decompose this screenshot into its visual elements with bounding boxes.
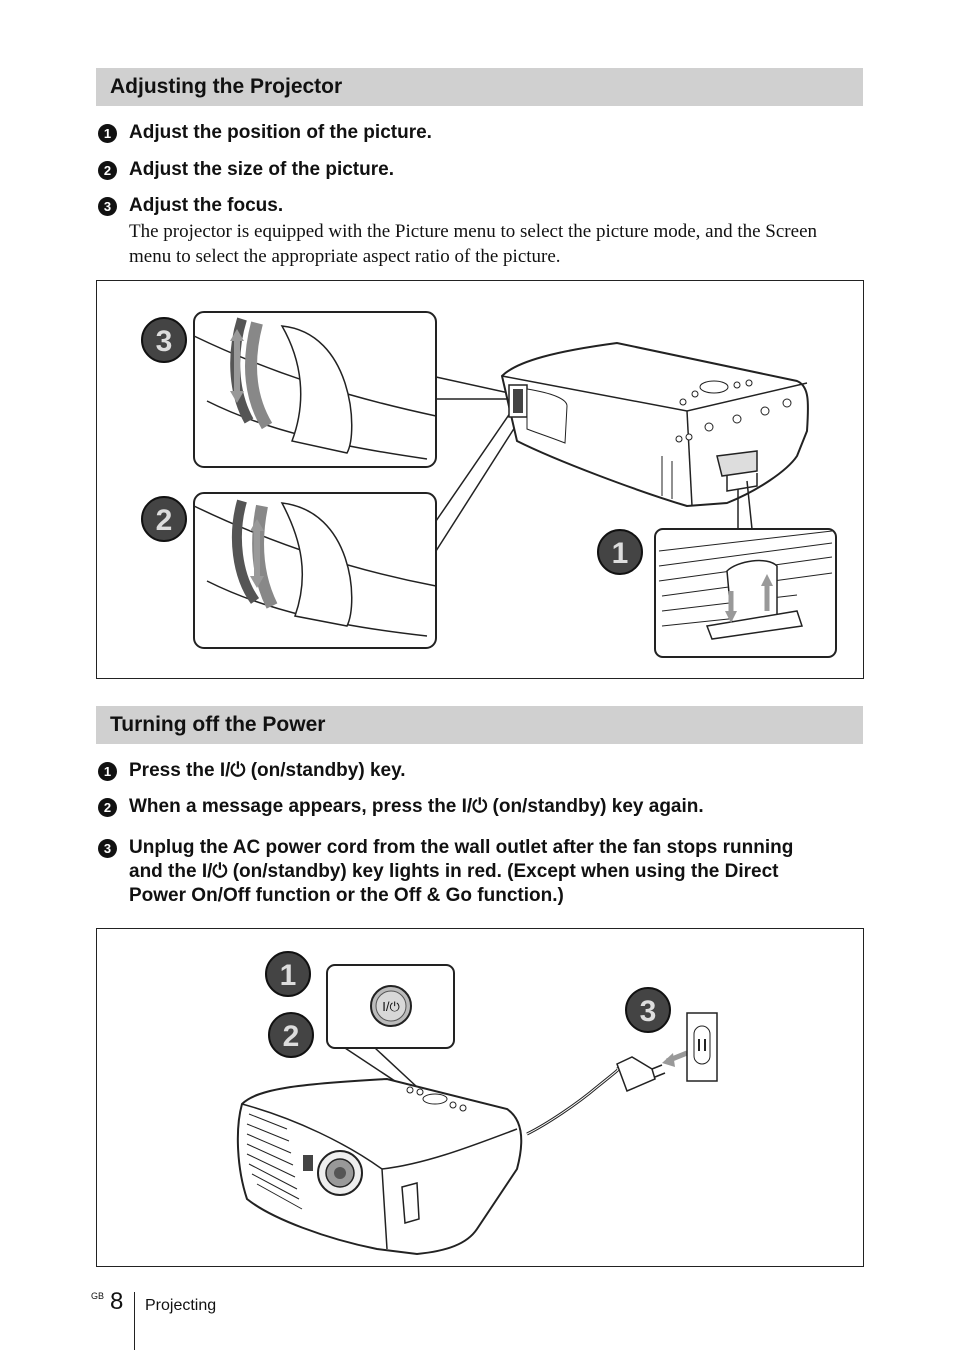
svg-text:1: 1 — [280, 959, 297, 992]
svg-text:1: 1 — [612, 537, 629, 570]
figure-adjusting: 3 2 1 — [96, 280, 864, 679]
callout-1: 1 — [265, 951, 311, 997]
step-number: 3 — [98, 197, 117, 216]
power-plug — [616, 1056, 666, 1093]
footer-divider — [134, 1292, 135, 1350]
figure-power-off: I/⏻ — [96, 928, 864, 1267]
callout-1: 1 — [597, 529, 643, 575]
power-off-illustration: I/⏻ — [236, 951, 718, 1256]
wall-outlet — [686, 1012, 718, 1082]
page-number: 8 — [110, 1288, 124, 1315]
step-text-line-2: and the I/⏻ (on/standby) key lights in r… — [129, 861, 779, 882]
step-text: Adjust the focus. — [129, 195, 284, 216]
step-text-line-1: Unplug the AC power cord from the wall o… — [129, 837, 794, 858]
focus-note: The projector is equipped with the Pictu… — [129, 221, 817, 267]
svg-text:3: 3 — [156, 325, 173, 358]
section-title: Turning off the Power — [110, 713, 326, 736]
focus-detail-panel — [193, 311, 437, 468]
zoom-detail-panel — [193, 492, 437, 649]
standby-key-label: I/⏻ — [382, 999, 400, 1014]
callout-3: 3 — [625, 987, 671, 1033]
projector-body — [236, 1077, 523, 1256]
svg-text:2: 2 — [283, 1020, 300, 1053]
step-number: 1 — [98, 124, 117, 143]
callout-2: 2 — [141, 496, 187, 542]
section-title: Adjusting the Projector — [110, 75, 343, 98]
foot-detail-panel — [654, 528, 837, 658]
step-number: 2 — [98, 798, 117, 817]
projector-body — [500, 341, 809, 508]
step-text: Adjust the size of the picture. — [129, 159, 394, 180]
step-text: When a message appears, press the I/⏻ (o… — [129, 796, 704, 817]
callout-3: 3 — [141, 317, 187, 363]
svg-text:3: 3 — [640, 995, 657, 1028]
step-number: 1 — [98, 762, 117, 781]
step-text: Press the I/⏻ (on/standby) key. — [129, 760, 406, 781]
step-number: 3 — [98, 839, 117, 858]
adjusting-illustration: 3 2 1 — [141, 311, 837, 658]
callout-2: 2 — [268, 1012, 314, 1058]
step-text: Adjust the position of the picture. — [129, 122, 432, 143]
section-header-adjusting: Adjusting the Projector — [96, 68, 863, 106]
svg-text:2: 2 — [156, 504, 173, 537]
chapter-label: Projecting — [145, 1297, 217, 1314]
standby-key-detail: I/⏻ — [326, 964, 455, 1049]
section-header-power-off: Turning off the Power — [96, 706, 863, 744]
step-number: 2 — [98, 161, 117, 180]
region-code: GB — [91, 1291, 105, 1301]
step-text-line-3: Power On/Off function or the Off & Go fu… — [129, 885, 564, 906]
